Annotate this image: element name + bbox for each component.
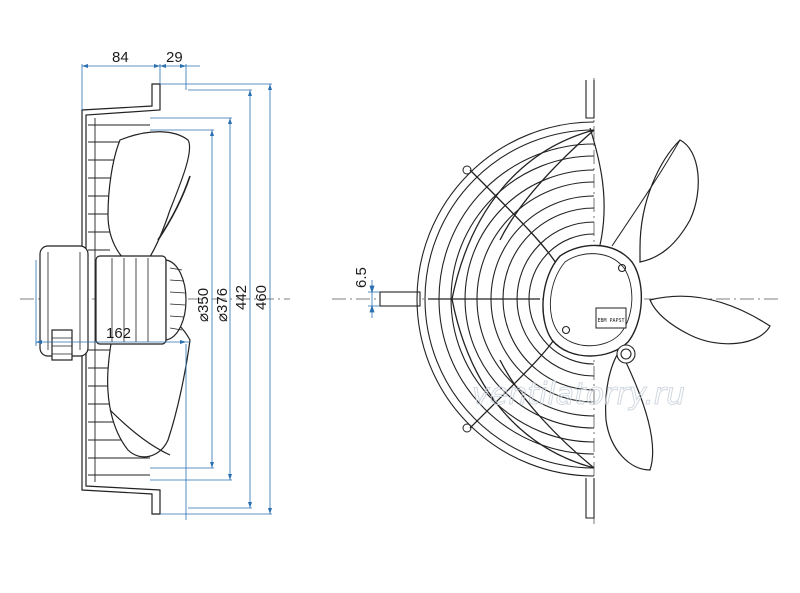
screw-2 bbox=[561, 325, 571, 335]
side-dim-arrows bbox=[36, 64, 272, 514]
lower-blade-edge bbox=[109, 409, 171, 456]
cable-gland bbox=[51, 329, 73, 361]
rotor-cap-ribs bbox=[169, 267, 186, 331]
front-blade-bottom bbox=[605, 348, 654, 471]
screw-1 bbox=[617, 263, 627, 273]
mount-bar-bottom bbox=[585, 478, 595, 519]
label-plate: EBM PAPST bbox=[595, 307, 627, 329]
mount-bar-top bbox=[585, 80, 595, 119]
front-blade-upper-left bbox=[589, 127, 605, 246]
front-view bbox=[332, 78, 780, 528]
front-blade-upper-left-2 bbox=[611, 139, 681, 247]
front-cable-gland bbox=[616, 344, 636, 364]
label-plate-text: EBM PAPST bbox=[597, 318, 624, 324]
dim-460: 460 bbox=[253, 285, 270, 310]
front-blade-right bbox=[649, 295, 771, 345]
shaft-stub bbox=[379, 291, 421, 307]
rotor-cap bbox=[165, 259, 187, 341]
front-dimensions bbox=[368, 280, 380, 318]
dim-6-5: 6.5 bbox=[353, 267, 370, 288]
dim-162: 162 bbox=[106, 325, 131, 342]
dim-84: 84 bbox=[112, 49, 129, 66]
dim-350: ⌀350 bbox=[195, 288, 212, 322]
motor-housing bbox=[542, 244, 642, 357]
upper-blade-edge bbox=[157, 175, 191, 241]
upper-blade bbox=[107, 131, 191, 271]
watermark: ventilatorry.ru bbox=[472, 377, 685, 412]
motor-housing-inner bbox=[549, 253, 633, 347]
front-blade-top bbox=[639, 139, 699, 263]
dim-442: 442 bbox=[233, 285, 250, 310]
guard-tabs bbox=[462, 165, 472, 433]
motor-ribs bbox=[111, 258, 149, 342]
dim-376: ⌀376 bbox=[214, 288, 231, 322]
dim-29: 29 bbox=[166, 49, 183, 66]
side-dimensions bbox=[35, 64, 272, 520]
side-view bbox=[20, 83, 290, 515]
